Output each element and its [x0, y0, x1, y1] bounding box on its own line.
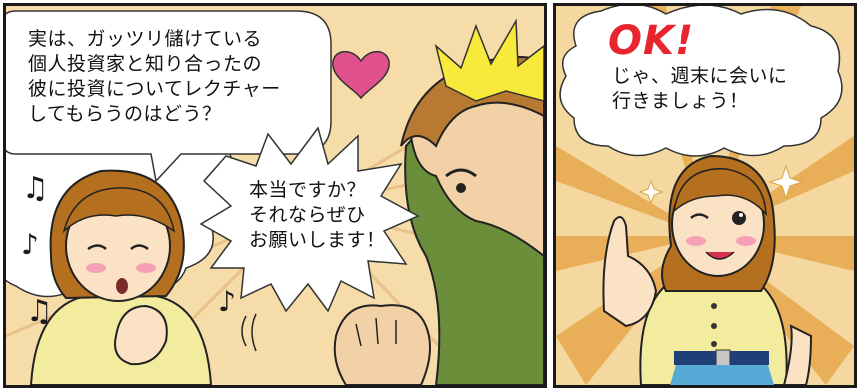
svg-text:♫: ♫ — [26, 294, 53, 329]
speech-text-2: 本当ですか？ それならぜひ お願いします！ — [249, 178, 386, 253]
heart-icon — [332, 51, 390, 100]
speech-line: 実は、ガッツリ儲けている — [28, 28, 263, 50]
panel-right: OK! じゃ、週末に会いに 行きましょう！ — [553, 3, 857, 388]
woman-character-left — [29, 169, 213, 385]
speech-line: 彼に投資についてレクチャー — [28, 78, 281, 100]
speech-line: じゃ、週末に会いに — [612, 65, 788, 87]
speech-line: してもらうのはどう？ — [28, 103, 222, 125]
speech-line: 行きましょう！ — [612, 90, 749, 112]
speech-text-3: じゃ、週末に会いに 行きましょう！ — [612, 64, 788, 114]
ok-exclamation: OK! — [608, 18, 695, 64]
panel-left-art: ♫ ♪ ♫ ♪ — [6, 10, 544, 385]
svg-text:♪: ♪ — [218, 285, 236, 318]
panel-left: ♫ ♪ ♫ ♪ 実は、ガッツリ儲けている 個人投資家と知り合ったの 彼に投資につ… — [3, 3, 547, 388]
thought-cloud-bubble — [559, 6, 843, 157]
speech-text-1: 実は、ガッツリ儲けている 個人投資家と知り合ったの 彼に投資についてレクチャー … — [28, 27, 281, 127]
music-note-icon: ♫ ♪ ♫ ♪ — [21, 171, 236, 329]
svg-text:♫: ♫ — [22, 171, 49, 206]
speech-line: それならぜひ — [249, 204, 366, 226]
speech-line: お願いします！ — [249, 229, 386, 251]
flash-burst-icon — [434, 18, 544, 102]
panel-right-art — [556, 6, 854, 385]
speech-line: 本当ですか？ — [249, 179, 367, 201]
woman-character-right — [602, 154, 813, 385]
spiky-speech-bubble — [199, 126, 420, 313]
sparkle-icon — [638, 164, 804, 205]
speech-line: 個人投資家と知り合ったの — [28, 53, 263, 75]
speech-bubble-1 — [6, 10, 332, 183]
svg-text:♪: ♪ — [21, 228, 39, 261]
